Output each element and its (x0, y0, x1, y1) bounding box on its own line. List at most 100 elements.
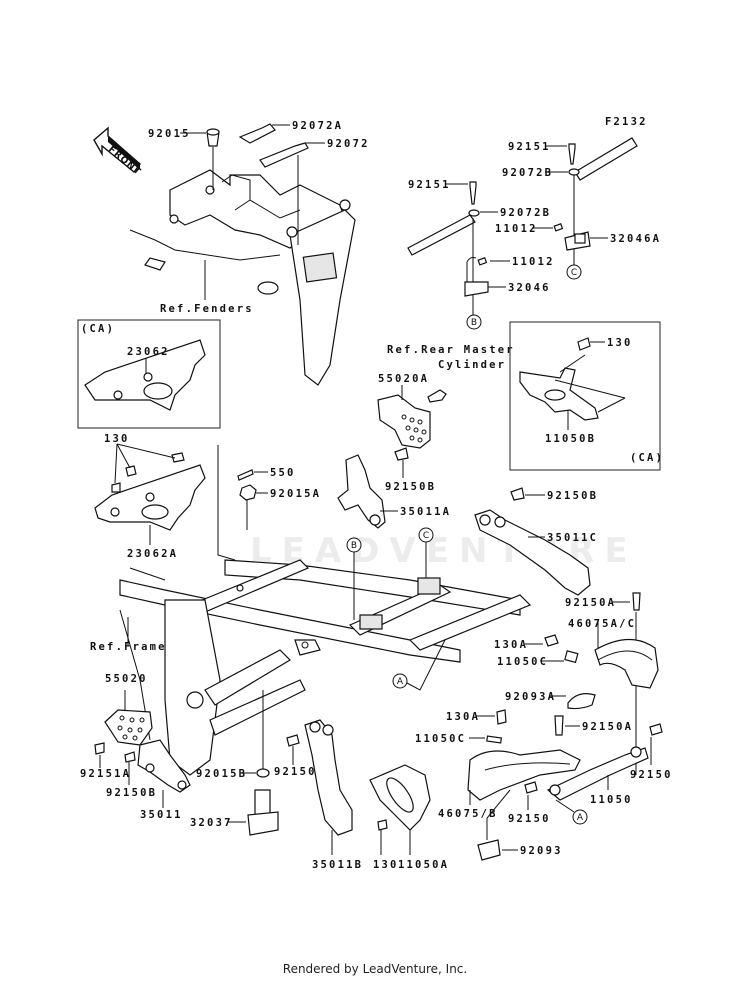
callout-b-top: B (466, 314, 482, 330)
svg-text:92072B: 92072B (500, 207, 551, 219)
part-92150B-upper[interactable]: 92150B (385, 447, 436, 493)
footer-credit: Rendered by LeadVenture, Inc. (282, 962, 468, 976)
part-11050C-upper[interactable]: 11050C (497, 650, 579, 668)
part-32046[interactable]: 32046 (464, 257, 551, 297)
part-46075A-C[interactable]: 46075A/C (568, 618, 659, 689)
part-23062A[interactable]: 23062A (94, 464, 206, 560)
svg-text:35011: 35011 (140, 809, 183, 821)
svg-text:550: 550 (270, 467, 296, 479)
part-92150B-right[interactable]: 92150B (510, 487, 598, 502)
svg-text:92150A: 92150A (582, 721, 633, 733)
part-92015[interactable]: 92015 (148, 128, 220, 190)
svg-text:11012: 11012 (512, 256, 555, 268)
svg-text:92151: 92151 (508, 141, 551, 153)
svg-text:92093: 92093 (520, 845, 563, 857)
part-11050A[interactable]: 11050A (369, 764, 449, 871)
rear-fender-tray (129, 169, 356, 386)
svg-text:35011C: 35011C (547, 532, 598, 544)
part-92072A[interactable]: 92072A (238, 120, 343, 144)
part-11012-left[interactable]: 11012 (477, 256, 555, 268)
svg-text:35011B: 35011B (312, 859, 363, 871)
part-92072B-left[interactable]: 92072B (468, 207, 551, 219)
part-35011A[interactable]: 35011A (337, 454, 451, 529)
svg-text:130A: 130A (494, 639, 528, 651)
svg-text:92072A: 92072A (292, 120, 343, 132)
part-23062[interactable]: 23062 (127, 346, 170, 374)
part-35011B[interactable]: 35011B (304, 719, 363, 871)
part-46075-B[interactable]: 46075/B (438, 749, 581, 820)
svg-text:Ref.Frame: Ref.Frame (90, 641, 167, 653)
part-35011C[interactable]: 35011C (474, 509, 598, 596)
part-92093A[interactable]: 92093A (505, 691, 596, 710)
svg-text:130: 130 (373, 859, 399, 871)
part-92151-left[interactable]: 92151 (408, 179, 477, 205)
svg-text:55020: 55020 (105, 673, 148, 685)
part-130A-upper[interactable]: 130A (494, 634, 559, 651)
part-92151A[interactable]: 92151A (80, 742, 131, 780)
svg-text:32046: 32046 (508, 282, 551, 294)
svg-text:92151A: 92151A (80, 768, 131, 780)
svg-text:32046A: 32046A (610, 233, 661, 245)
inset-ca-bracket-right: (CA) (509, 321, 664, 471)
part-92150-right[interactable]: 92150 (630, 723, 673, 781)
part-130-bracket[interactable]: 130 (104, 433, 185, 493)
svg-text:32037: 32037 (190, 817, 233, 829)
svg-text:92151: 92151 (408, 179, 451, 191)
part-92150-center[interactable]: 92150 (508, 781, 551, 825)
svg-text:11050A: 11050A (398, 859, 449, 871)
svg-text:11050: 11050 (590, 794, 633, 806)
svg-text:92015A: 92015A (270, 488, 321, 500)
part-11050B[interactable]: 11050B (545, 410, 596, 445)
inset-ca-bracket: (CA) (77, 319, 221, 429)
svg-text:A: A (397, 677, 404, 687)
svg-text:11050C: 11050C (415, 733, 466, 745)
part-92150B-center[interactable]: 92150B (274, 734, 325, 778)
part-55020A[interactable]: 55020A (377, 373, 431, 449)
part-550[interactable]: 550 (237, 467, 296, 481)
part-11050C-lower[interactable]: 11050C (415, 733, 503, 745)
part-92015B[interactable]: 92015B (196, 690, 270, 780)
svg-text:92150: 92150 (630, 769, 673, 781)
svg-text:92150B: 92150B (274, 766, 325, 778)
callout-a-frame: A (392, 673, 408, 689)
part-130-inset[interactable]: 130 (577, 337, 633, 351)
svg-text:Ref.Rear Master: Ref.Rear Master (387, 344, 515, 356)
svg-text:92015B: 92015B (196, 768, 247, 780)
rear-master-bolt (427, 389, 447, 403)
svg-text:C: C (571, 268, 577, 278)
svg-text:92093A: 92093A (505, 691, 556, 703)
svg-text:C: C (423, 531, 429, 541)
svg-text:92015: 92015 (148, 128, 191, 140)
part-92072B-right[interactable]: 92072B (502, 167, 580, 179)
svg-text:92072: 92072 (327, 138, 370, 150)
svg-text:92072B: 92072B (502, 167, 553, 179)
part-11050[interactable]: 11050 (546, 746, 649, 806)
callout-b-frame: B (346, 537, 362, 553)
callout-c-top: C (566, 264, 582, 280)
svg-text:(CA): (CA) (81, 323, 115, 335)
part-55020[interactable]: 55020 (104, 673, 153, 746)
svg-text:130A: 130A (446, 711, 480, 723)
svg-text:B: B (471, 318, 477, 328)
svg-text:92150A: 92150A (565, 597, 616, 609)
part-32046A[interactable]: 32046A (564, 231, 661, 251)
part-92093[interactable]: 92093 (477, 789, 563, 861)
svg-text:130: 130 (104, 433, 130, 445)
svg-text:B: B (351, 541, 357, 551)
front-arrow-icon: FRONT (93, 126, 143, 178)
part-92150A-lower[interactable]: 92150A (554, 715, 633, 736)
ref-frame: Ref.Frame (90, 617, 167, 653)
svg-text:(CA): (CA) (630, 452, 664, 464)
part-92015A[interactable]: 92015A (239, 484, 321, 530)
ref-rear-master-cylinder: Ref.Rear Master Cylinder (387, 344, 515, 371)
part-35011[interactable]: 35011 (137, 739, 191, 821)
ref-fenders: Ref.Fenders (160, 260, 252, 315)
part-130A-lower[interactable]: 130A (446, 709, 507, 725)
part-92150B-left[interactable]: 92150B (106, 751, 157, 799)
svg-text:23062A: 23062A (127, 548, 178, 560)
part-92151-top-right[interactable]: 92151 (508, 141, 576, 165)
part-11012-right[interactable]: 11012 (495, 223, 564, 235)
part-32037[interactable]: 32037 (190, 789, 279, 836)
part-92072[interactable]: 92072 (259, 138, 370, 245)
part-130-lower[interactable]: 130 (373, 819, 399, 871)
